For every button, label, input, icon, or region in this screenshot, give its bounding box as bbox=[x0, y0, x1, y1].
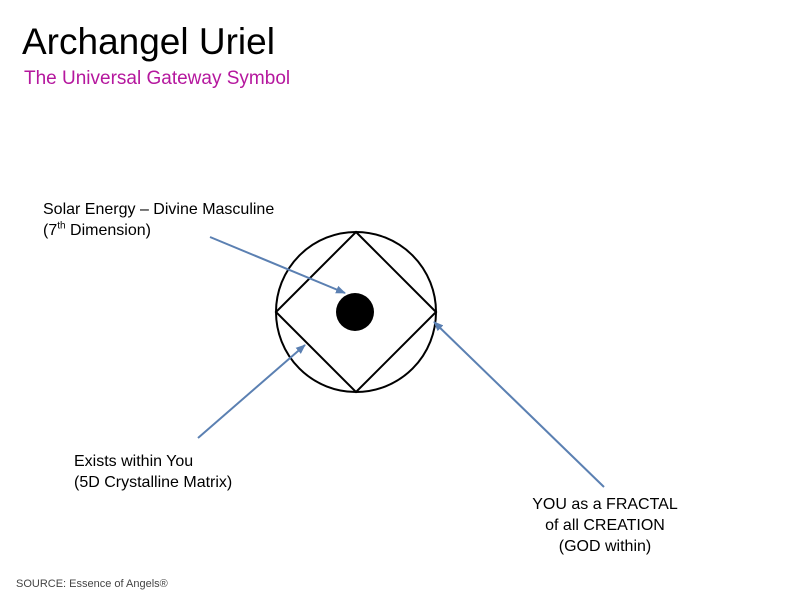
label-solar-energy: Solar Energy – Divine Masculine (7th Dim… bbox=[43, 199, 274, 241]
label-solar-energy-line2: (7th Dimension) bbox=[43, 220, 274, 241]
source-credit: SOURCE: Essence of Angels® bbox=[16, 578, 168, 590]
center-dot bbox=[336, 293, 374, 331]
label-exists-within: Exists within You (5D Crystalline Matrix… bbox=[74, 451, 232, 493]
label-solar-suffix: Dimension) bbox=[65, 222, 151, 239]
label-fractal-line2: of all CREATION bbox=[545, 517, 665, 534]
inner-diamond bbox=[274, 230, 438, 394]
label-exists-within-line2: (5D Crystalline Matrix) bbox=[74, 474, 233, 491]
label-solar-energy-line1: Solar Energy – Divine Masculine bbox=[43, 201, 275, 218]
label-fractal: YOU as a FRACTAL of all CREATION (GOD wi… bbox=[500, 494, 710, 557]
arrow-exists-within bbox=[197, 344, 306, 439]
label-solar-superscript: th bbox=[57, 220, 66, 232]
page-title: Archangel Uriel bbox=[22, 21, 275, 62]
label-solar-prefix: (7 bbox=[43, 222, 58, 239]
label-fractal-line3: (GOD within) bbox=[558, 538, 652, 555]
label-exists-within-line1: Exists within You bbox=[74, 453, 194, 470]
page-subtitle: The Universal Gateway Symbol bbox=[24, 68, 291, 89]
label-fractal-line1: YOU as a FRACTAL bbox=[532, 496, 678, 513]
arrow-fractal bbox=[433, 321, 605, 488]
arrow-solar-energy bbox=[209, 236, 346, 294]
